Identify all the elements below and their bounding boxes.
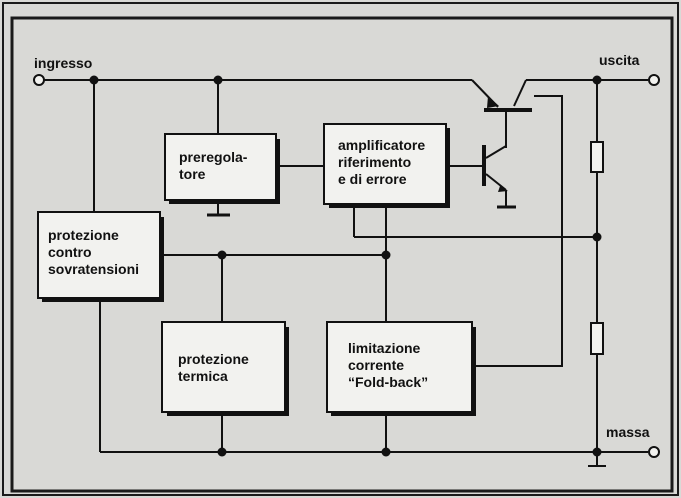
junction-dot [592, 232, 602, 242]
junction-dot [592, 75, 602, 85]
error-amplifier-label: amplificatore riferimento e di errore [338, 137, 426, 187]
overvoltage-protection-label: protezione contro sovratensioni [48, 227, 140, 277]
wires [44, 79, 648, 467]
pnp-emitter-arrow-icon [487, 96, 499, 108]
error-amplifier-block [323, 123, 447, 205]
blocks [37, 123, 473, 413]
junction-dot [213, 75, 223, 85]
current-limit-label: limitazione corrente “Fold-back” [348, 340, 429, 390]
junction-dot [381, 447, 391, 457]
junction-dot [217, 447, 227, 457]
junction-dot [381, 250, 391, 260]
npn-emitter-lead [485, 173, 507, 191]
thermal-protection-label: protezione termica [178, 351, 249, 384]
input-terminal-icon [33, 74, 45, 86]
output-terminal-icon [648, 74, 660, 86]
ground-label: massa [606, 424, 650, 440]
npn-emitter-arrow-icon [498, 186, 508, 192]
junction-dot [217, 250, 227, 260]
output-label: uscita [599, 52, 640, 68]
ground-terminal-icon [648, 446, 660, 458]
pnp-collector-lead [513, 79, 527, 107]
preregulator-block [164, 133, 277, 201]
resistor-upper-icon [590, 141, 604, 173]
thermal-protection-block [161, 321, 286, 413]
junction-dots [89, 75, 602, 457]
npn-collector-lead [485, 145, 507, 159]
resistor-lower-icon [590, 322, 604, 355]
junction-dot [592, 447, 602, 457]
limiter-sense-wire [472, 95, 563, 367]
current-limit-block [326, 321, 473, 413]
input-label: ingresso [34, 55, 93, 71]
overvoltage-protection-block [37, 211, 161, 299]
preregulator-label: preregola- tore [179, 149, 248, 182]
junction-dot [89, 75, 99, 85]
